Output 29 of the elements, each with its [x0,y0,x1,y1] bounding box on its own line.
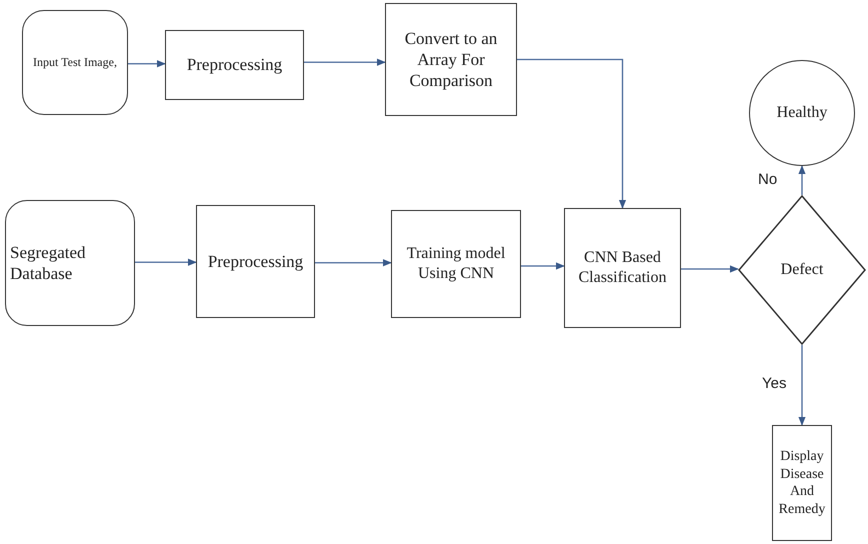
arrow [315,259,392,266]
rounded-box [5,200,135,326]
process-box [165,30,304,100]
node-label: Convert to an Array For Comparison [404,28,498,92]
arrow [135,258,197,266]
decision-diamond [738,195,866,345]
node-label: Segregated Database [10,242,87,284]
edge-label: No [756,170,780,188]
rounded-box [22,10,128,115]
node-label: CNN Based Classification [578,248,668,288]
arrow [304,58,386,66]
arrow [517,58,626,209]
arrow [798,165,806,195]
arrow [128,60,166,68]
process-box [196,205,315,318]
arrow [521,262,565,270]
node-label: Training model Using CNN [406,244,506,284]
process-box [385,3,517,116]
arrow [798,345,806,426]
process-box [391,210,521,318]
node-label: Healthy [776,103,828,123]
process-box [564,208,681,328]
arrow [681,265,739,273]
node-label: Preprocessing [186,54,282,76]
node-label: Display Disease And Remedy [778,448,826,518]
node-label: Defect [780,260,824,280]
node-label: Preprocessing [208,250,304,272]
node-label: Input Test Image, [33,55,117,70]
process-box [772,425,832,541]
